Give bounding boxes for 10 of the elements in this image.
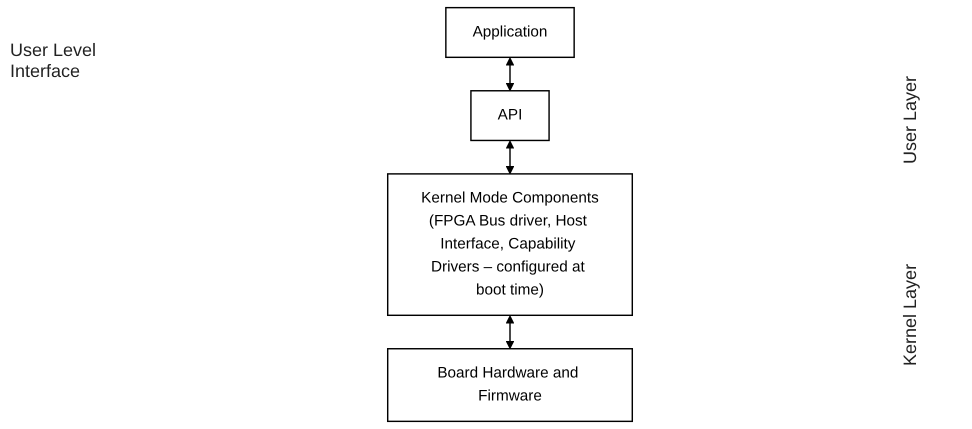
arrow: [506, 315, 514, 350]
arrow: [506, 140, 514, 174]
layer-label: Kernel Layer: [900, 262, 921, 368]
arrow: [506, 57, 514, 92]
node-box: Application: [445, 6, 575, 58]
node-box: Kernel Mode Components (FPGA Bus driver, Host Interface, Capability Drivers – configured at boot time): [386, 173, 634, 316]
side-label: User Level Interface: [10, 40, 98, 82]
node-box: Board Hardware and Firmware: [386, 348, 634, 422]
node-box: API: [470, 90, 550, 142]
layer-label: User Layer: [900, 74, 921, 166]
